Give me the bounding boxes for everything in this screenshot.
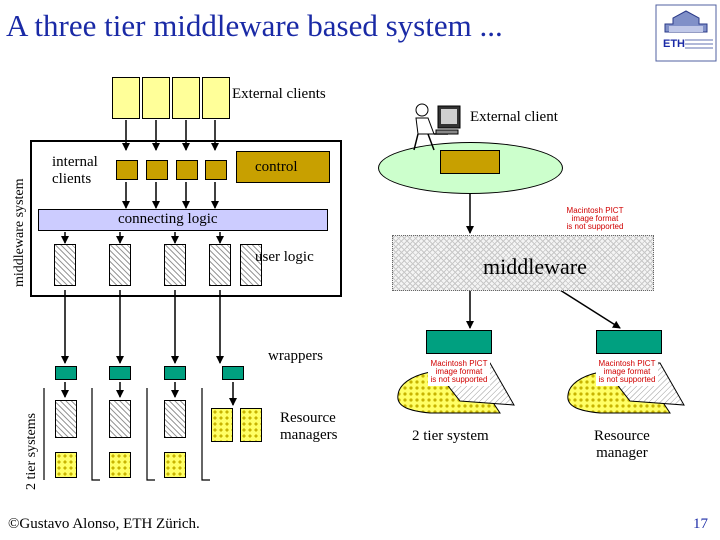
user-logic-box <box>240 244 262 286</box>
internal-client-box <box>146 160 168 180</box>
two-tier-systems-label: 2 tier systems <box>24 413 39 490</box>
resource-manager-box <box>211 408 233 442</box>
pict-placeholder: Macintosh PICT image format is not suppo… <box>596 360 658 386</box>
control-box: control <box>236 151 330 183</box>
user-logic-box <box>164 244 186 286</box>
user-logic-box <box>209 244 231 286</box>
copyright-footer: ©Gustavo Alonso, ETH Zürich. <box>8 516 200 532</box>
user-logic-label: user logic <box>255 249 314 265</box>
control-label: control <box>255 159 298 175</box>
wrapper-box <box>55 366 77 380</box>
page-number: 17 <box>693 516 708 532</box>
wrapper-box <box>109 366 131 380</box>
external-clients-label: External clients <box>232 86 326 102</box>
pict-placeholder: Macintosh PICT image format is not suppo… <box>428 360 490 386</box>
user-logic-box <box>54 244 76 286</box>
wrappers-label: wrappers <box>268 348 323 364</box>
application-tier-box <box>109 400 131 438</box>
middleware-system-label: middleware system <box>12 178 27 287</box>
external-client-box <box>172 77 200 119</box>
resource-managers-label: Resource managers <box>280 410 338 443</box>
page-title: A three tier middleware based system ... <box>6 8 503 43</box>
external-client-box <box>202 77 230 119</box>
wrapper-box <box>222 366 244 380</box>
person-computer-icon <box>413 103 461 151</box>
user-logic-box <box>109 244 131 286</box>
eth-logo-icon: ETH <box>655 4 717 62</box>
wrapper-box <box>426 330 492 354</box>
resource-manager-box <box>240 408 262 442</box>
internal-client-box <box>176 160 198 180</box>
middleware-box <box>392 235 654 291</box>
internal-clients-label: internal clients <box>52 154 98 187</box>
two-tier-system-label: 2 tier system <box>412 428 489 444</box>
wrapper-box <box>596 330 662 354</box>
application-tier-box <box>164 400 186 438</box>
middleware-label: middleware <box>483 254 587 279</box>
wrapper-box <box>164 366 186 380</box>
internal-client-box <box>116 160 138 180</box>
internal-client-box <box>205 160 227 180</box>
connecting-logic-bar <box>38 209 328 231</box>
resource-tier-box <box>164 452 186 478</box>
external-client-box <box>112 77 140 119</box>
external-client-box <box>142 77 170 119</box>
middleware-system-frame <box>30 140 342 297</box>
external-client-box <box>440 150 500 174</box>
external-client-label: External client <box>470 109 558 125</box>
connecting-logic-label: connecting logic <box>118 211 218 227</box>
svg-text:ETH: ETH <box>663 38 685 50</box>
pict-placeholder: Macintosh PICT image format is not suppo… <box>565 206 625 233</box>
resource-tier-box <box>55 452 77 478</box>
application-tier-box <box>55 400 77 438</box>
resource-tier-box <box>109 452 131 478</box>
resource-manager-label: Resource manager <box>594 428 650 461</box>
